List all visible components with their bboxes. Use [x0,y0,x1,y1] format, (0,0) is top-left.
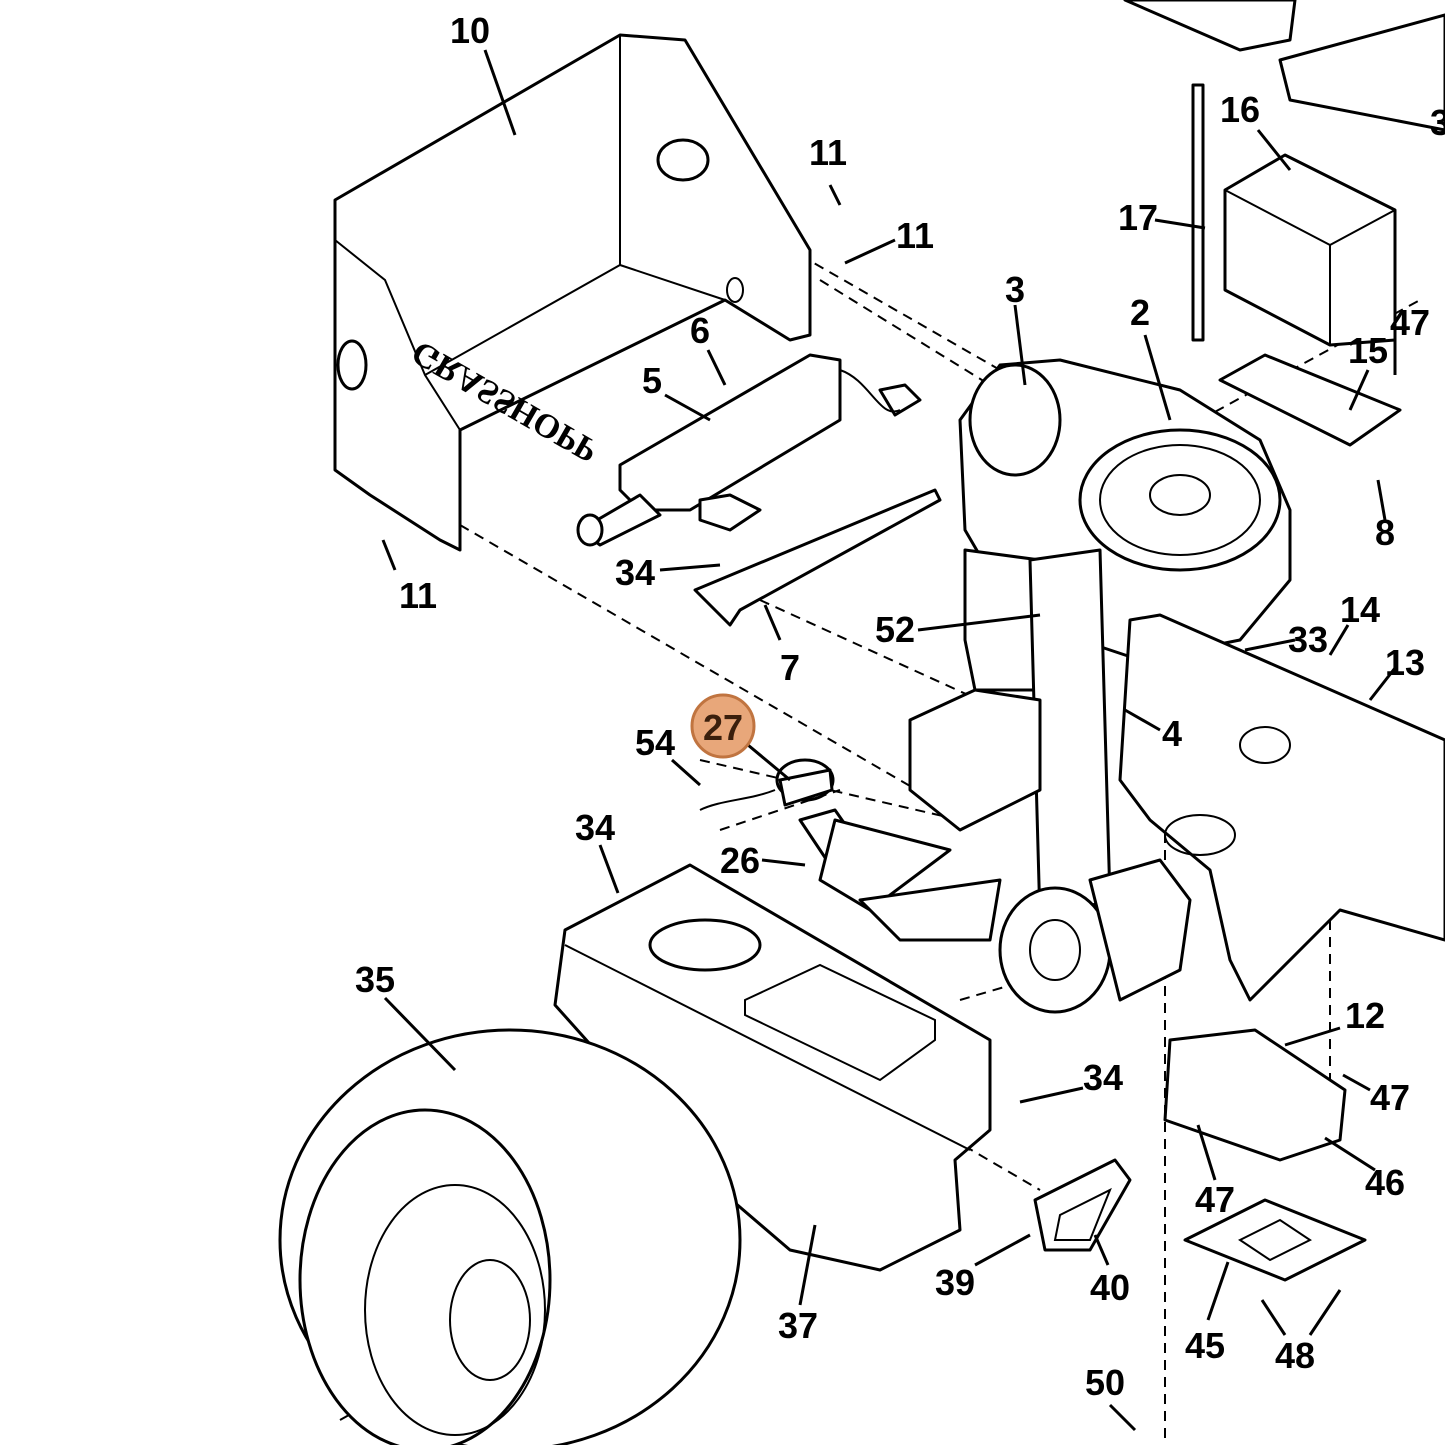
callout-47: 47 [1370,1077,1410,1118]
callout-52: 52 [875,609,915,650]
top-frame [1123,0,1445,132]
part-3-engine [958,358,1292,692]
callout-14: 14 [1340,589,1380,630]
part-35-wheel [278,1028,742,1445]
callout-34: 34 [1083,1057,1123,1098]
callout-5: 5 [642,360,662,401]
callout-16: 16 [1220,89,1260,130]
callout-35: 35 [355,959,395,1000]
callout-8: 8 [1375,512,1395,553]
callout-2: 2 [1130,292,1150,333]
callout-12: 12 [1345,995,1385,1036]
callout-48: 48 [1275,1335,1315,1376]
leader-lines [381,49,1397,1432]
callout-47: 47 [1390,302,1430,343]
callout-11: 11 [896,215,934,256]
callout-7: 7 [780,647,800,688]
callout-13: 13 [1385,642,1425,683]
part-27-fuel-cap [699,758,835,811]
callout-17: 17 [1118,197,1158,238]
highlight-marker [690,693,756,759]
part-15-battery-tray [1218,353,1402,447]
callout-50: 50 [1085,1362,1125,1403]
callout-3: 3 [1005,269,1025,310]
callout-37: 37 [778,1305,818,1346]
callout-10: 10 [450,10,490,51]
part-40-foot-pad [1033,1158,1132,1252]
part-7-heat-shield [693,488,942,627]
frame-bracket [908,688,1042,832]
callout-39: 39 [935,1262,975,1303]
callout-47: 47 [1195,1179,1235,1220]
callout-34: 34 [575,807,615,848]
callout-46: 46 [1365,1162,1405,1203]
callout-15: 15 [1348,330,1388,371]
wheel-hub-motor [998,858,1192,1014]
callout-6: 6 [690,310,710,351]
part-45-plate [1183,1198,1367,1282]
callout-27-highlighted[interactable]: 27 [703,707,743,748]
part-17-strap [1191,83,1205,342]
part-26-fuel-neck [798,808,1002,942]
callout-34: 34 [615,552,655,593]
callout-3: 3 [1430,102,1445,143]
callout-4: 4 [1162,713,1182,754]
part-4-frame-plate [1028,548,1445,1002]
callout-26: 26 [720,840,760,881]
callout-40: 40 [1090,1267,1130,1308]
part-5-muffler [576,353,922,547]
callout-11: 11 [809,132,847,173]
callout-11: 11 [399,575,437,616]
callout-54: 54 [635,722,675,763]
callout-labels: 10 11 11 11 16 3 17 3 2 47 15 6 5 8 34 1… [355,10,1445,1403]
callout-33: 33 [1288,619,1328,660]
part-46-bracket [1163,1028,1347,1162]
part-16-battery [1223,153,1397,347]
callout-45: 45 [1185,1325,1225,1366]
